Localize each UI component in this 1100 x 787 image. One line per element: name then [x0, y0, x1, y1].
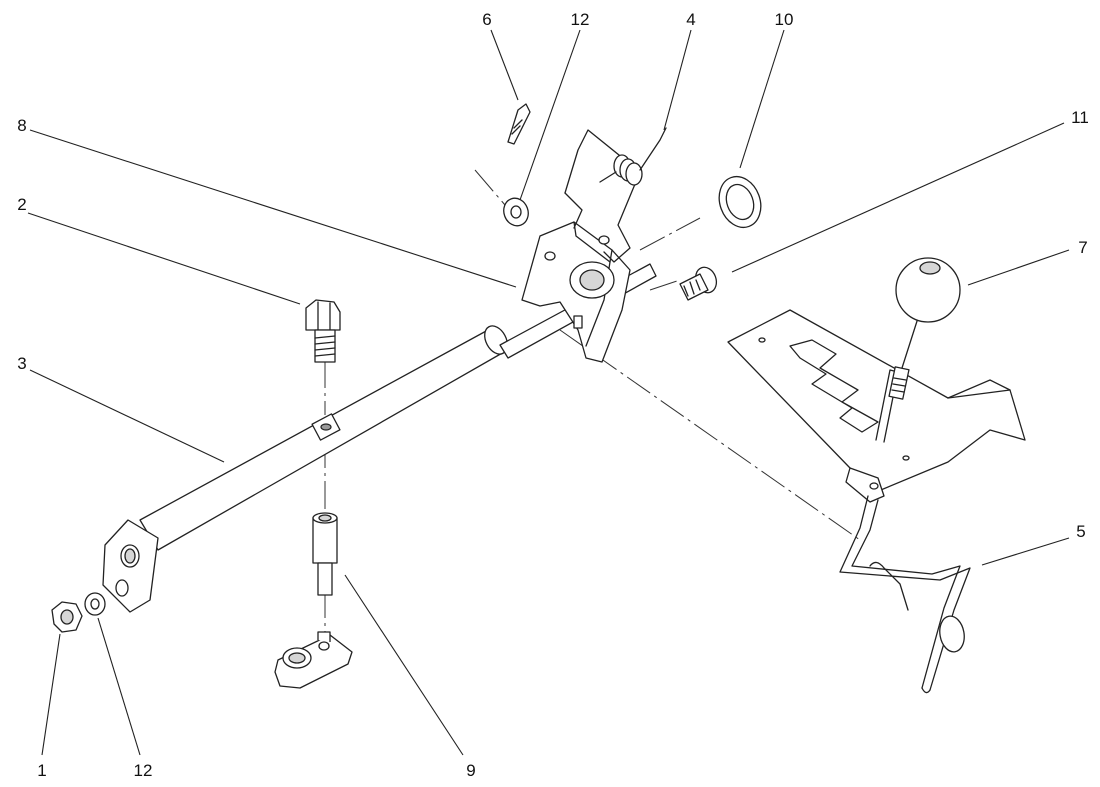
bolt-part-2 [305, 299, 341, 363]
shoulder-bolt-part-11 [679, 266, 718, 301]
bushing-part-10 [718, 175, 762, 229]
callout-9: 9 [466, 761, 475, 780]
callout-6: 6 [482, 10, 491, 29]
pin-part-6 [507, 103, 531, 145]
washer-part-12-bottom [84, 592, 106, 616]
callout-1: 1 [37, 761, 46, 780]
callout-7: 7 [1078, 238, 1087, 257]
nut-part-1 [51, 601, 83, 633]
callout-labels: 1 2 3 4 5 6 7 8 9 10 11 12 12 [17, 10, 1089, 780]
shift-plate-lever-part-5 [727, 309, 1026, 694]
callout-12-top: 12 [571, 10, 590, 29]
callout-4: 4 [686, 10, 695, 29]
callout-10: 10 [775, 10, 794, 29]
callout-11: 11 [1071, 108, 1089, 127]
washer-part-12-top [503, 197, 529, 227]
callout-3: 3 [17, 354, 26, 373]
callout-2: 2 [17, 195, 26, 214]
callout-8: 8 [17, 116, 26, 135]
spring-part-4 [564, 127, 667, 263]
spacer-clevis-part-9 [274, 512, 353, 689]
callout-5: 5 [1076, 522, 1085, 541]
callout-12-bottom: 12 [134, 761, 153, 780]
leader-lines [27, 29, 1070, 756]
knob-part-7 [895, 257, 961, 323]
bracket-part-8 [521, 221, 631, 363]
